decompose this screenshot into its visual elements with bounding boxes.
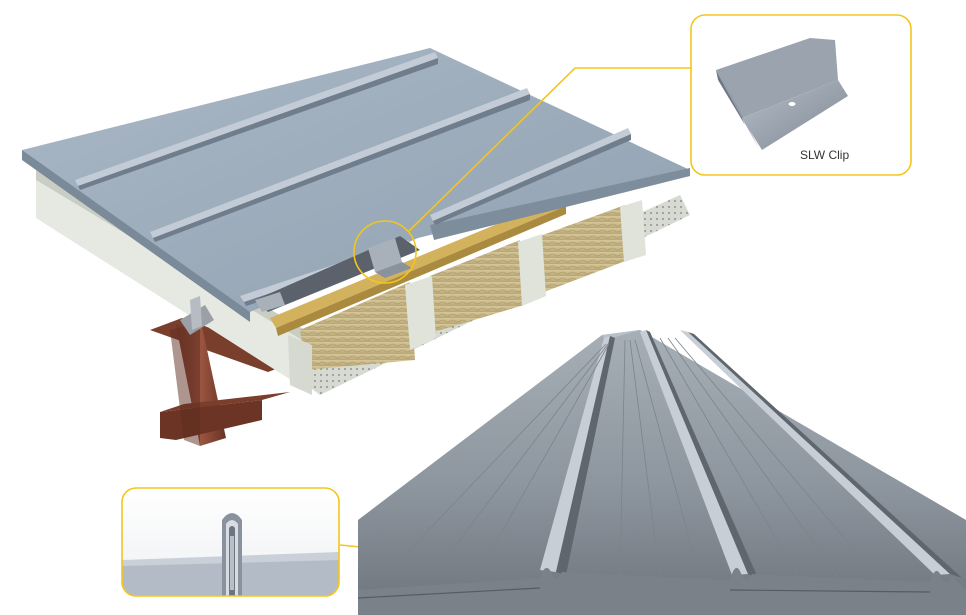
insulation-block: [300, 282, 415, 370]
timber-batten: [270, 198, 566, 328]
insulation-block: [540, 205, 628, 292]
standing-seam-rib: [150, 88, 530, 242]
slw-clip-image: [716, 38, 848, 150]
purlin: [405, 276, 436, 350]
closeup-seam-rib: [540, 336, 615, 575]
roof-panel-surface: [22, 48, 690, 318]
purlin: [620, 200, 646, 262]
closeup-seam-rib: [640, 330, 758, 578]
seam-panel-closeup: [357, 330, 966, 615]
purlin: [518, 234, 546, 306]
standing-seam-rib: [430, 128, 631, 225]
clip-callout-box: [690, 14, 912, 176]
closeup-seam-rib: [680, 330, 962, 578]
clip-highlight-circle: [353, 220, 417, 284]
standing-seam-rib: [75, 52, 438, 190]
seam-detail-image: [122, 513, 339, 596]
slw-clip-installed: [368, 238, 412, 278]
closeup-stiffener-lines: [399, 337, 881, 581]
seam-detail-callout-box: [121, 487, 340, 597]
slw-clip-label: SLW Clip: [800, 148, 850, 162]
clip-fastener-hole: [788, 102, 796, 106]
standing-seam-roof-panels: [22, 48, 690, 322]
front-purlin: [36, 180, 310, 392]
insulation-block: [430, 240, 524, 332]
clip-leader-line: [407, 67, 692, 233]
